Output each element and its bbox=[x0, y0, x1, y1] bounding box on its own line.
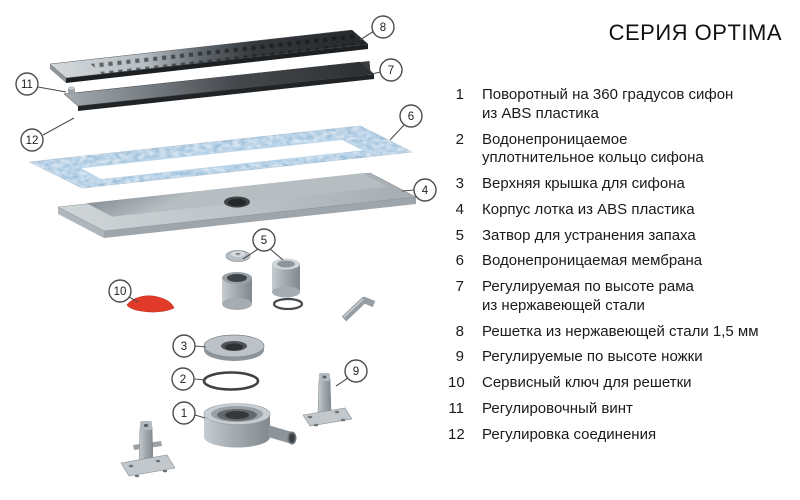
callout-7-label: 7 bbox=[388, 65, 394, 77]
part-label: Решетка из нержавеющей стали 1,5 мм bbox=[482, 322, 759, 340]
diagram-svg: 8 7 11 12 6 4 bbox=[15, 15, 437, 478]
hex-key bbox=[341, 296, 376, 322]
part-label: Регулировка соединения bbox=[482, 425, 657, 443]
part-number: 4 bbox=[455, 200, 464, 218]
part-label: Корпус лотка из ABS пластика bbox=[482, 200, 695, 218]
callout-4: 4 bbox=[401, 178, 437, 202]
part-row: 11 Регулировочный винт bbox=[448, 400, 784, 419]
part-label: Регулировочный винт bbox=[482, 399, 633, 417]
part-label: Регулируемая по высоте рама из нержавеющ… bbox=[482, 278, 694, 314]
part-number: 1 bbox=[455, 86, 464, 103]
callout-12-label: 12 bbox=[26, 135, 39, 147]
part-row: 3 Верхняя крышка для сифона bbox=[448, 175, 784, 194]
grate-part bbox=[49, 29, 369, 83]
part-number: 2 bbox=[455, 130, 464, 148]
frame-part bbox=[63, 61, 375, 111]
part-row: 12 Регулировка соединения bbox=[448, 426, 784, 445]
callout-6: 6 bbox=[389, 104, 423, 141]
part-row: 6 Водонепроницаемая мембрана bbox=[448, 252, 784, 271]
part-number: 12 bbox=[448, 425, 465, 443]
adjustable-foot-right bbox=[302, 373, 353, 427]
part-row: 2 Водонепроницаемое уплотнительное кольц… bbox=[448, 131, 784, 169]
part-row: 5 Затвор для устранения запаха bbox=[448, 227, 784, 246]
callout-10: 10 bbox=[108, 279, 139, 303]
siphon-body bbox=[203, 403, 297, 448]
callout-2: 2 bbox=[171, 367, 207, 391]
part-label: Затвор для устранения запаха bbox=[482, 226, 696, 244]
part-row: 4 Корпус лотка из ABS пластика bbox=[448, 201, 784, 220]
adjusting-screw bbox=[68, 86, 75, 95]
part-row: 8 Решетка из нержавеющей стали 1,5 мм bbox=[448, 323, 784, 342]
part-label: Верхняя крышка для сифона bbox=[482, 175, 685, 192]
callout-10-label: 10 bbox=[114, 286, 127, 298]
part-label: Сервисный ключ для решетки bbox=[482, 374, 692, 391]
part-label: Водонепроницаемая мембрана bbox=[482, 252, 703, 270]
callout-3-label: 3 bbox=[181, 341, 187, 353]
parts-list: 1 Поворотный на 360 градусов сифон из AB… bbox=[448, 86, 784, 451]
odor-trap-parts bbox=[222, 250, 304, 311]
part-number: 5 bbox=[455, 226, 464, 244]
part-row: 7 Регулируемая по высоте рама из нержаве… bbox=[448, 278, 784, 316]
callout-1-label: 1 bbox=[181, 408, 187, 420]
adjustable-foot-left bbox=[120, 421, 176, 478]
callout-6-label: 6 bbox=[408, 111, 414, 123]
part-number: 8 bbox=[455, 322, 464, 340]
callout-9-label: 9 bbox=[353, 366, 359, 378]
callout-9: 9 bbox=[335, 359, 368, 387]
part-row: 1 Поворотный на 360 градусов сифон из AB… bbox=[448, 86, 784, 124]
tray-part bbox=[56, 172, 418, 238]
callout-11: 11 bbox=[15, 72, 67, 96]
part-row: 9 Регулируемые по высоте ножки bbox=[448, 348, 784, 367]
callout-8: 8 bbox=[359, 15, 395, 41]
part-number: 9 bbox=[455, 348, 464, 366]
callout-1: 1 bbox=[172, 401, 206, 425]
part-number: 10 bbox=[448, 374, 465, 391]
part-label: Регулируемые по высоте ножки bbox=[482, 348, 703, 366]
part-number: 3 bbox=[455, 175, 464, 192]
part-row: 10 Сервисный ключ для решетки bbox=[448, 374, 784, 393]
callout-7: 7 bbox=[367, 58, 403, 82]
page-title: СЕРИЯ OPTIMA bbox=[608, 20, 782, 45]
callout-2-label: 2 bbox=[180, 374, 186, 386]
part-number: 7 bbox=[455, 278, 464, 295]
part-number: 11 bbox=[448, 399, 464, 417]
callout-12: 12 bbox=[20, 117, 75, 152]
callout-11-label: 11 bbox=[21, 79, 33, 91]
callout-4-label: 4 bbox=[422, 185, 429, 197]
callout-5: 5 bbox=[242, 228, 284, 261]
part-label: Водонепроницаемое уплотнительное кольцо … bbox=[482, 130, 704, 167]
part-label: Поворотный на 360 градусов сифон из ABS … bbox=[482, 86, 734, 122]
siphon-cover bbox=[203, 334, 265, 361]
callout-8-label: 8 bbox=[380, 22, 386, 34]
callout-5-label: 5 bbox=[261, 235, 267, 247]
exploded-diagram: 8 7 11 12 6 4 bbox=[15, 15, 437, 478]
callout-3: 3 bbox=[172, 334, 207, 358]
service-key bbox=[126, 295, 175, 313]
membrane-part bbox=[28, 125, 414, 189]
part-number: 6 bbox=[455, 252, 464, 270]
sealing-ring bbox=[202, 371, 260, 391]
